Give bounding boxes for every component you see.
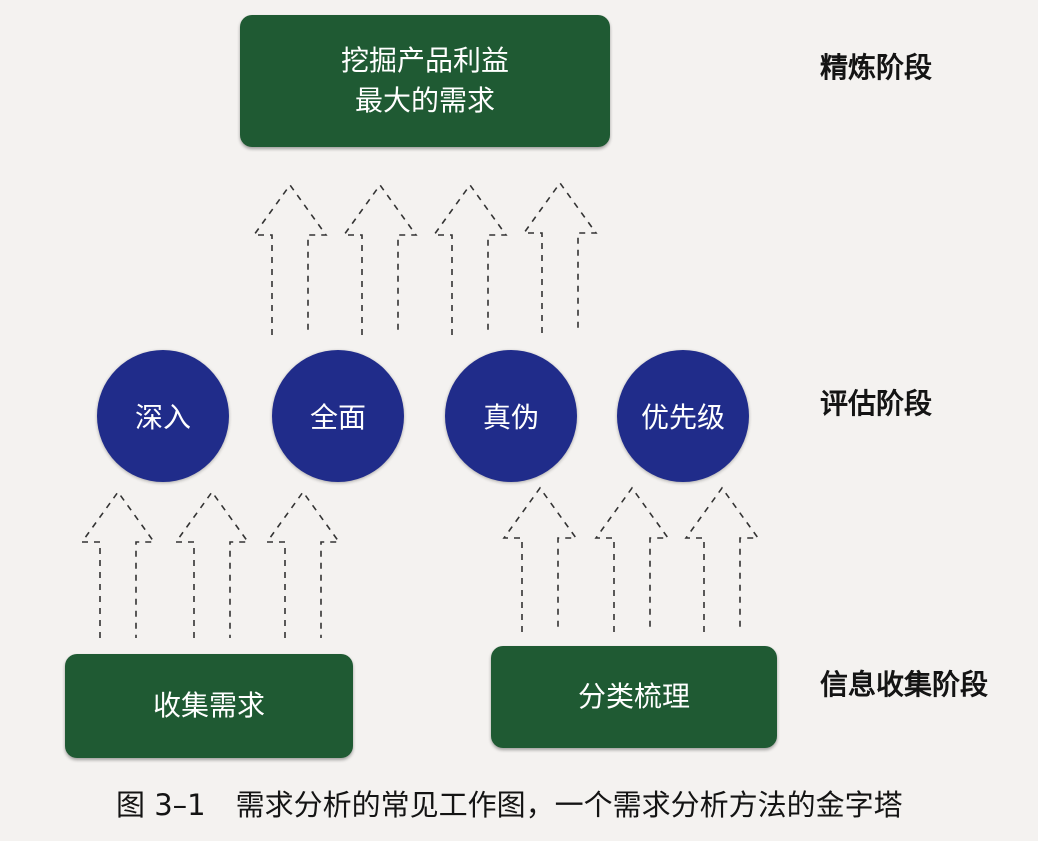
circle-comprehensive: 全面 bbox=[272, 350, 404, 482]
caption-number: 图 3–1 bbox=[116, 788, 206, 822]
arrow-bottom-2 bbox=[174, 490, 250, 638]
figure-caption: 图 3–1 需求分析的常见工作图，一个需求分析方法的金字塔 bbox=[116, 782, 903, 824]
stage-evaluate: 评估阶段 bbox=[820, 387, 933, 420]
top-box: 挖掘产品利益 最大的需求 bbox=[240, 15, 610, 147]
circle-priority: 优先级 bbox=[617, 350, 749, 482]
caption-text: 需求分析的常见工作图，一个需求分析方法的金字塔 bbox=[235, 788, 903, 822]
arrow-bottom-4 bbox=[502, 486, 578, 632]
stage-refine: 精炼阶段 bbox=[820, 51, 933, 84]
top-box-line-1: 挖掘产品利益 bbox=[340, 44, 509, 77]
arrow-bottom-1 bbox=[80, 490, 156, 638]
classify-organize-box: 分类梳理 bbox=[491, 646, 777, 748]
arrow-top-2 bbox=[342, 183, 418, 335]
arrow-top-4 bbox=[522, 181, 598, 333]
circle-authenticity: 真伪 bbox=[445, 350, 577, 482]
stage-collect: 信息收集阶段 bbox=[820, 668, 989, 701]
arrow-bottom-6 bbox=[684, 486, 760, 632]
arrow-top-1 bbox=[252, 183, 328, 335]
arrow-bottom-3 bbox=[265, 490, 341, 638]
arrow-bottom-5 bbox=[594, 486, 670, 632]
top-box-line-2: 最大的需求 bbox=[354, 84, 495, 117]
circle-deep: 深入 bbox=[97, 350, 229, 482]
collect-requirements-box: 收集需求 bbox=[65, 654, 353, 758]
arrow-top-3 bbox=[432, 183, 508, 335]
